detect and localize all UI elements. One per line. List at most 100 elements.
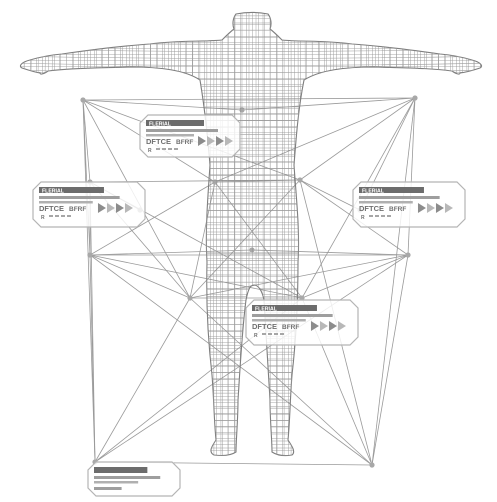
mesh-contour-line — [135, 12, 138, 456]
panel-stripe — [94, 487, 122, 490]
mesh-contour-line — [20, 447, 482, 449]
network-node — [80, 97, 86, 103]
mesh-contour-line — [402, 12, 405, 456]
network-node — [297, 177, 303, 183]
panel-header-bar — [39, 187, 104, 193]
panel-label: FLERIAL — [255, 306, 278, 312]
mesh-contour-line — [346, 12, 349, 456]
panel-stripe — [146, 134, 194, 137]
mesh-contour-line — [156, 12, 159, 456]
arrow-icon — [435, 203, 444, 213]
mesh-contour-line — [472, 12, 476, 456]
mesh-contour-line — [416, 12, 419, 456]
panel-tag: R — [41, 215, 45, 221]
mesh-contour-line — [367, 12, 370, 456]
panel-sub: BFRF — [389, 206, 406, 213]
arrow-icon — [417, 203, 426, 213]
arrow-icon — [337, 321, 346, 331]
panel-mini-bar — [274, 333, 278, 335]
panel-label: FLERIAL — [42, 188, 65, 194]
mesh-contour-line — [121, 12, 124, 456]
panel-stripe — [252, 314, 333, 317]
mesh-contour-line — [142, 12, 145, 456]
panel-mini-bar — [61, 215, 65, 217]
panel-label: FLERIAL — [149, 121, 172, 127]
network-edge — [371, 97, 416, 466]
mesh-contour-line — [437, 12, 441, 456]
panel-mini-bar — [162, 148, 166, 150]
panel-mini-bar — [168, 148, 172, 150]
arrow-icon — [225, 136, 233, 146]
panel-mini-bar — [174, 148, 178, 150]
mesh-contour-line — [388, 12, 391, 456]
panel-stripe — [39, 196, 120, 199]
mesh-contour-line — [465, 12, 469, 456]
mesh-contour-line — [192, 12, 194, 456]
mesh-contour-line — [20, 293, 482, 297]
panel-mini-bar — [268, 333, 272, 335]
mesh-contour-line — [149, 12, 152, 456]
mesh-contour-line — [20, 419, 482, 421]
mesh-contour-line — [325, 12, 328, 456]
panel-code: DFTCE — [252, 322, 277, 331]
arrow-icon — [124, 203, 133, 213]
network-edge — [299, 179, 361, 211]
network-node — [412, 95, 418, 101]
mesh-contour-line — [20, 426, 482, 428]
mesh-contour-line — [20, 440, 482, 442]
mesh-contour-line — [423, 12, 426, 456]
panel-mini-bar — [156, 148, 160, 150]
panel-header-bar — [146, 120, 204, 126]
panel-stripe — [359, 196, 440, 199]
mesh-contour-line — [311, 12, 313, 456]
mesh-contour-line — [16, 0, 18, 502]
mesh-contour-line — [20, 405, 482, 408]
figure-mesh — [19, 11, 483, 457]
arrow-icon — [207, 136, 215, 146]
panel-mini-bar — [67, 215, 71, 217]
mesh-contour-line — [43, 12, 47, 456]
mesh-contour-line — [50, 12, 54, 456]
mesh-contour-line — [374, 12, 377, 456]
mesh-contour-line — [451, 12, 455, 456]
panel-mini-bar — [49, 215, 53, 217]
arrow-icon — [319, 321, 328, 331]
network-edge — [89, 254, 96, 463]
mesh-contour-line — [353, 12, 356, 456]
arrow-icon — [106, 203, 115, 213]
panel-stripe — [94, 476, 161, 479]
panel-header-bar — [359, 187, 424, 193]
mesh-contour-line — [20, 370, 482, 373]
arrow-icon — [97, 203, 106, 213]
panel-mini-bar — [262, 333, 266, 335]
panel-stripe — [146, 129, 218, 132]
arrow-icon — [115, 203, 124, 213]
mesh-contour-line — [20, 342, 482, 346]
mesh-contour-line — [64, 12, 68, 456]
network-edge — [299, 97, 416, 181]
mesh-contour-line — [479, 12, 482, 456]
network-edge — [82, 99, 91, 183]
mesh-contour-line — [20, 412, 482, 414]
mesh-contour-line — [22, 12, 26, 456]
panel-sub: BFRF — [282, 324, 299, 331]
network-node — [187, 295, 193, 301]
mesh-contour-line — [29, 12, 33, 456]
panel-stripe — [39, 201, 93, 204]
panel-mini-bar — [387, 215, 391, 217]
mesh-contour-line — [458, 12, 462, 456]
mesh-contour-line — [128, 12, 131, 456]
mesh-contour-line — [20, 300, 482, 304]
mesh-contour-line — [20, 384, 482, 387]
mesh-contour-line — [20, 391, 482, 394]
arrow-icon — [426, 203, 435, 213]
mesh-contour-line — [409, 12, 412, 456]
mesh-contour-line — [57, 12, 61, 456]
mesh-contour-line — [178, 12, 180, 456]
mesh-contour-line — [20, 377, 482, 380]
